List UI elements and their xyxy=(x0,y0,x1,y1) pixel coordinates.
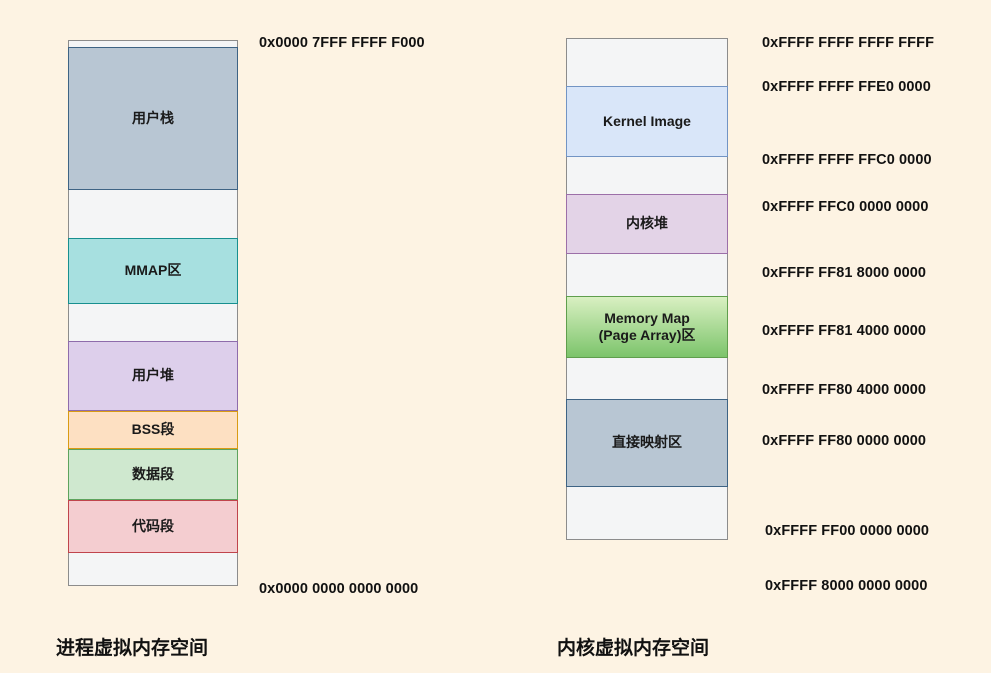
kernel-region-memory-map-label: Memory Map (Page Array)区 xyxy=(598,309,696,344)
kernel-region-kernel-image-label: Kernel Image xyxy=(603,112,691,129)
process-region-mmap-area: MMAP区 xyxy=(68,238,238,304)
kernel-addr-ffe0: 0xFFFF FFFF FFE0 0000 xyxy=(762,79,931,95)
kernel-addr-ff80-0000: 0xFFFF FF80 0000 0000 xyxy=(762,433,927,449)
process-region-user-heap: 用户堆 xyxy=(68,341,238,411)
process-region-user-stack: 用户栈 xyxy=(68,47,238,190)
kernel-region-memory-map: Memory Map (Page Array)区 xyxy=(566,296,728,358)
process-region-stack: 用户栈 MMAP区用户堆 BSS段数据段代码段 xyxy=(68,40,238,586)
kernel-addr-ffc0-high: 0xFFFF FFC0 0000 0000 xyxy=(762,199,929,215)
process-region-bss-segment: BSS段 xyxy=(68,411,238,449)
process-memory-column: 用户栈 MMAP区用户堆 BSS段数据段代码段 xyxy=(68,40,238,586)
process-region-data-segment-label: 数据段 xyxy=(132,465,174,482)
kernel-region-stack: Kernel Image 内核堆 Memory Map (Page Array)区直… xyxy=(566,38,728,540)
kernel-region-bottom-gap xyxy=(567,487,727,539)
kernel-region-gap-memmap-direct xyxy=(567,358,727,399)
kernel-addr-8000: 0xFFFF 8000 0000 0000 xyxy=(765,578,928,594)
kernel-addr-ff81-8000: 0xFFFF FF81 8000 0000 xyxy=(762,265,927,281)
kernel-memory-column: Kernel Image 内核堆 Memory Map (Page Array)区直… xyxy=(566,38,728,540)
process-region-user-heap-label: 用户堆 xyxy=(132,367,174,384)
kernel-addr-top: 0xFFFF FFFF FFFF FFFF xyxy=(762,35,935,51)
kernel-region-gap-heap-memmap xyxy=(567,254,727,296)
kernel-addr-ff00: 0xFFFF FF00 0000 0000 xyxy=(765,523,930,539)
kernel-region-kernel-image: Kernel Image xyxy=(566,86,728,157)
kernel-addr-ff81-4000: 0xFFFF FF81 4000 0000 xyxy=(762,323,927,339)
kernel-region-top-gap xyxy=(567,39,727,86)
process-region-data-segment: 数据段 xyxy=(68,449,238,500)
kernel-region-kernel-heap-label: 内核堆 xyxy=(626,215,668,232)
process-region-bottom-gap xyxy=(69,553,237,585)
process-region-gap-mmap-heap xyxy=(69,304,237,341)
kernel-region-direct-map: 直接映射区 xyxy=(566,399,728,487)
process-addr-process-top: 0x0000 7FFF FFFF F000 xyxy=(259,35,425,51)
kernel-addr-ff80-4000: 0xFFFF FF80 4000 0000 xyxy=(762,382,927,398)
kernel-addr-ffc0-low: 0xFFFF FFFF FFC0 0000 xyxy=(762,152,932,168)
kernel-space-caption: 内核虚拟内存空间 xyxy=(557,638,710,659)
process-region-gap-stack-mmap xyxy=(69,190,237,238)
process-space-caption: 进程虚拟内存空间 xyxy=(56,638,209,659)
process-region-code-segment: 代码段 xyxy=(68,500,238,553)
kernel-region-gap-image-heap xyxy=(567,157,727,194)
process-region-user-stack-label: 用户栈 xyxy=(132,109,174,126)
process-region-mmap-area-label: MMAP区 xyxy=(124,262,182,279)
process-region-top-strip xyxy=(69,41,237,47)
kernel-region-kernel-heap: 内核堆 xyxy=(566,194,728,254)
kernel-region-direct-map-label: 直接映射区 xyxy=(612,434,682,451)
process-region-code-segment-label: 代码段 xyxy=(132,517,174,534)
process-region-bss-segment-label: BSS段 xyxy=(131,421,175,438)
process-addr-process-bottom: 0x0000 0000 0000 0000 xyxy=(259,581,419,597)
